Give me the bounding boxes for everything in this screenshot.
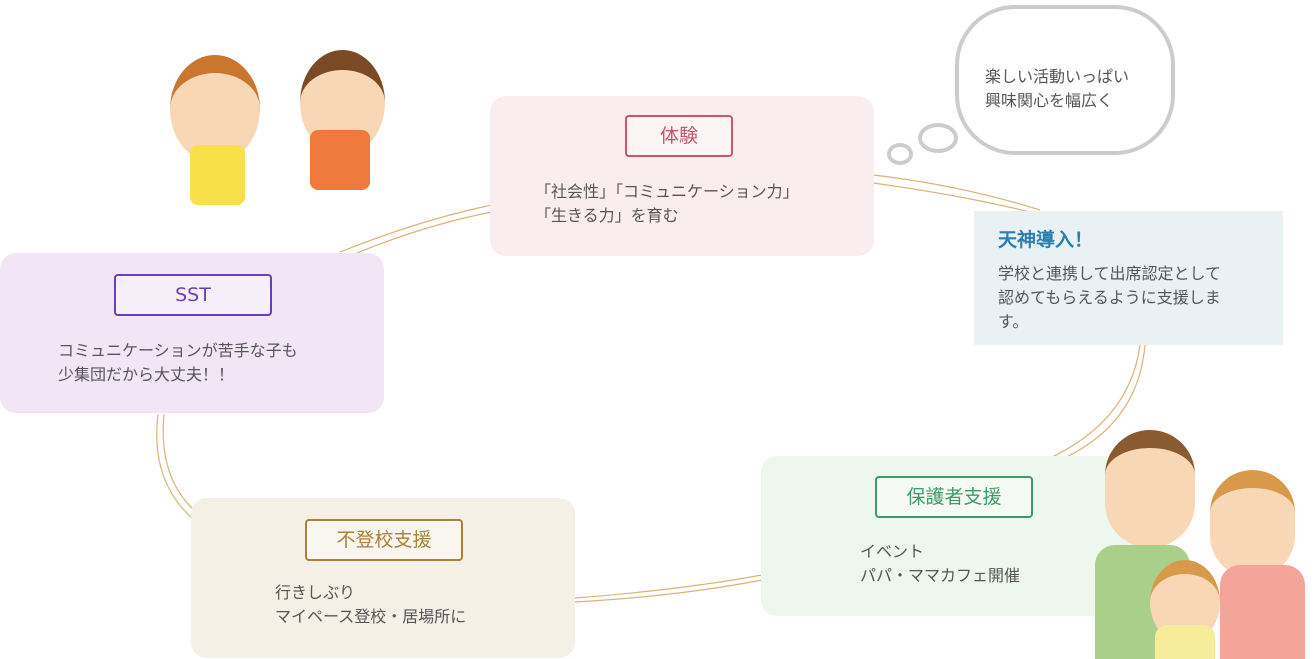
card-futoko — [191, 498, 575, 658]
taiken-line2: 「生きる力」を育む — [535, 206, 679, 225]
tenjin-body: 学校と連携して出席認定として 認めてもらえるように支援しま す。 — [998, 264, 1222, 331]
taiken-line1: 「社会性」「コミュニケーション力」 — [535, 182, 799, 201]
tenjin-title: 天神導入！ — [998, 229, 1094, 251]
card-hogosha — [761, 456, 1145, 616]
thought-bubble — [955, 5, 1175, 155]
bubble-line1: 楽しい活動いっぱい — [985, 67, 1130, 86]
card-taiken — [490, 96, 874, 256]
tenjin-box — [974, 211, 1283, 345]
tag-taiken: 体験 — [625, 115, 733, 157]
children-illustration — [160, 45, 410, 225]
tag-futoko: 不登校支援 — [305, 519, 463, 561]
tag-sst: SST — [114, 274, 272, 316]
card-sst — [0, 253, 384, 413]
futoko-line2: マイペース登校・居場所に — [275, 607, 467, 626]
sst-line1: コミュニケーションが苦手な子も — [58, 341, 298, 360]
bubble-dot-large — [918, 123, 958, 153]
family-illustration — [1095, 425, 1316, 659]
hogosha-line2: パパ・ママカフェ開催 — [860, 566, 1021, 585]
sst-line2: 少集団だから大丈夫！！ — [58, 365, 235, 384]
tag-hogosha: 保護者支援 — [875, 476, 1033, 518]
bubble-dot-small — [887, 143, 913, 165]
hogosha-line1: イベント — [860, 542, 925, 561]
bubble-line2: 興味関心を幅広く — [985, 91, 1114, 110]
futoko-line1: 行きしぶり — [275, 583, 356, 602]
